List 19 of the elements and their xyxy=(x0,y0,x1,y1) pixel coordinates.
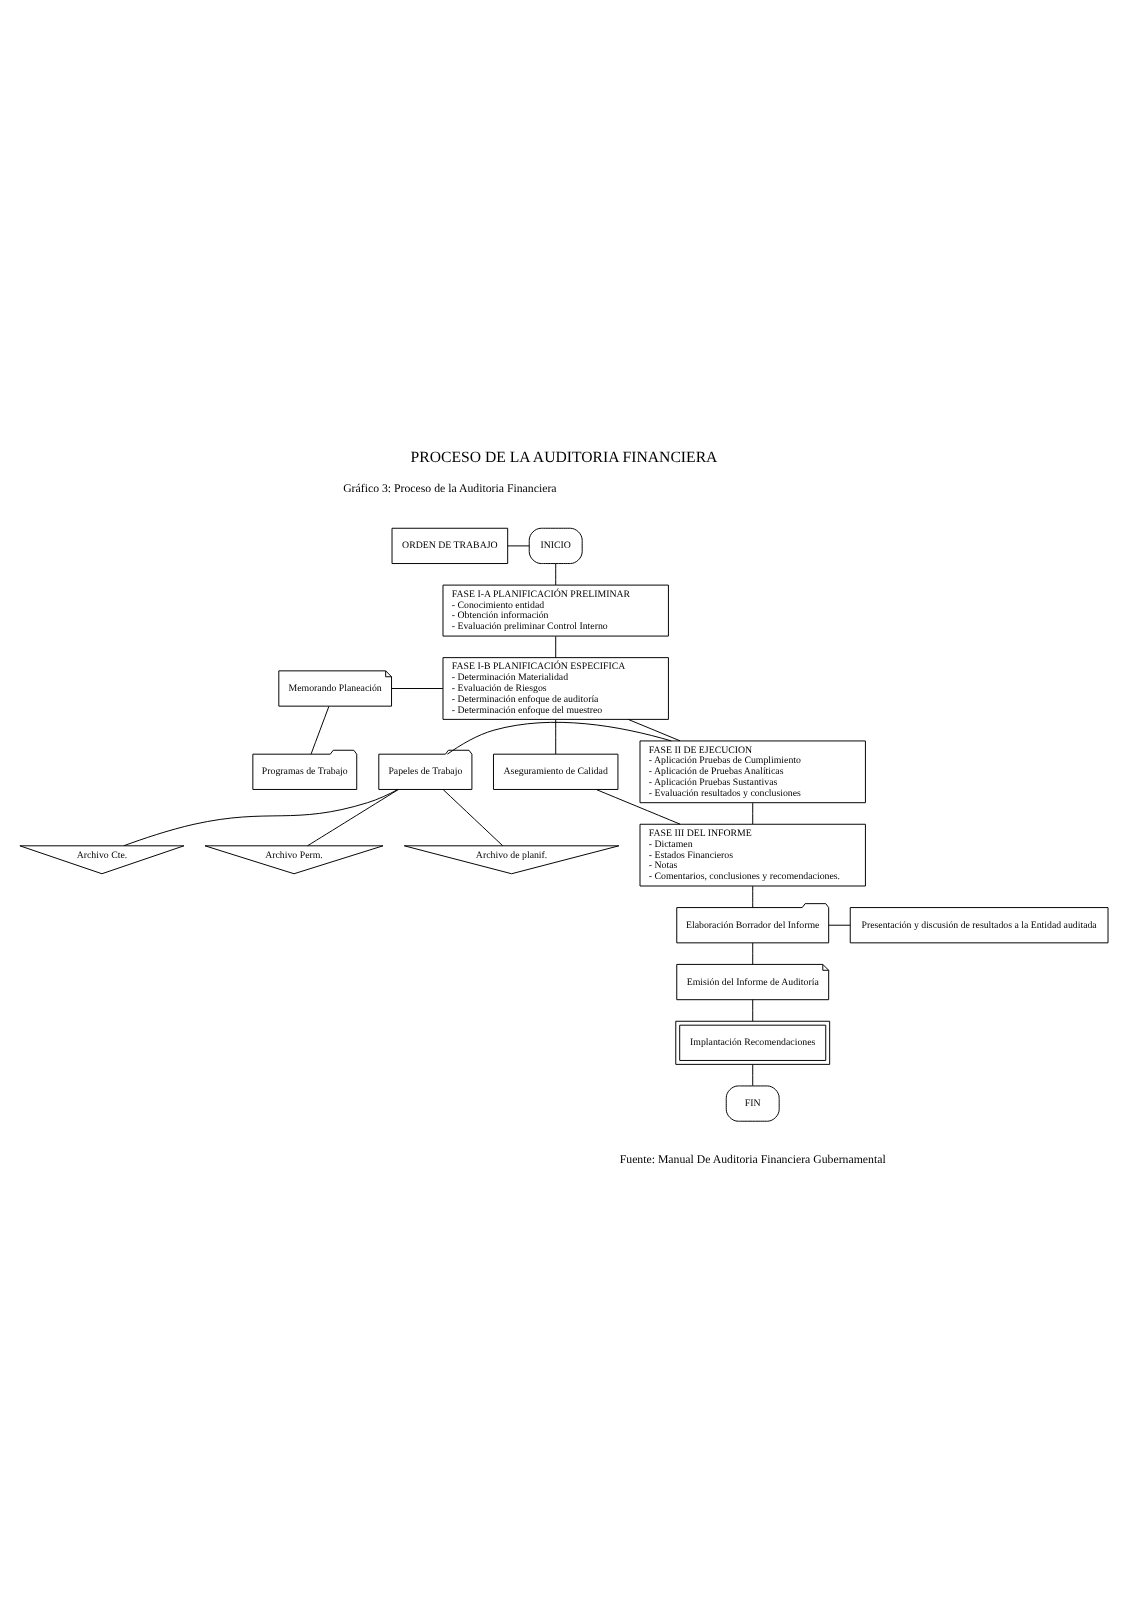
connector xyxy=(752,1063,754,1086)
connector xyxy=(555,562,557,585)
connector xyxy=(310,704,330,754)
diagram-title: PROCESO DE LA AUDITORIA FINANCIERA xyxy=(410,447,718,466)
connector xyxy=(828,923,851,925)
connector xyxy=(446,720,672,754)
connector xyxy=(507,544,530,546)
connector xyxy=(123,788,399,846)
connector xyxy=(442,788,504,846)
connector xyxy=(555,718,557,754)
connector xyxy=(555,634,557,658)
connector xyxy=(752,884,754,907)
connector xyxy=(596,788,681,824)
connector xyxy=(627,717,681,741)
connector xyxy=(752,801,754,824)
connector xyxy=(752,998,754,1021)
connector xyxy=(752,941,754,964)
connector xyxy=(391,687,444,688)
connector xyxy=(307,788,399,846)
